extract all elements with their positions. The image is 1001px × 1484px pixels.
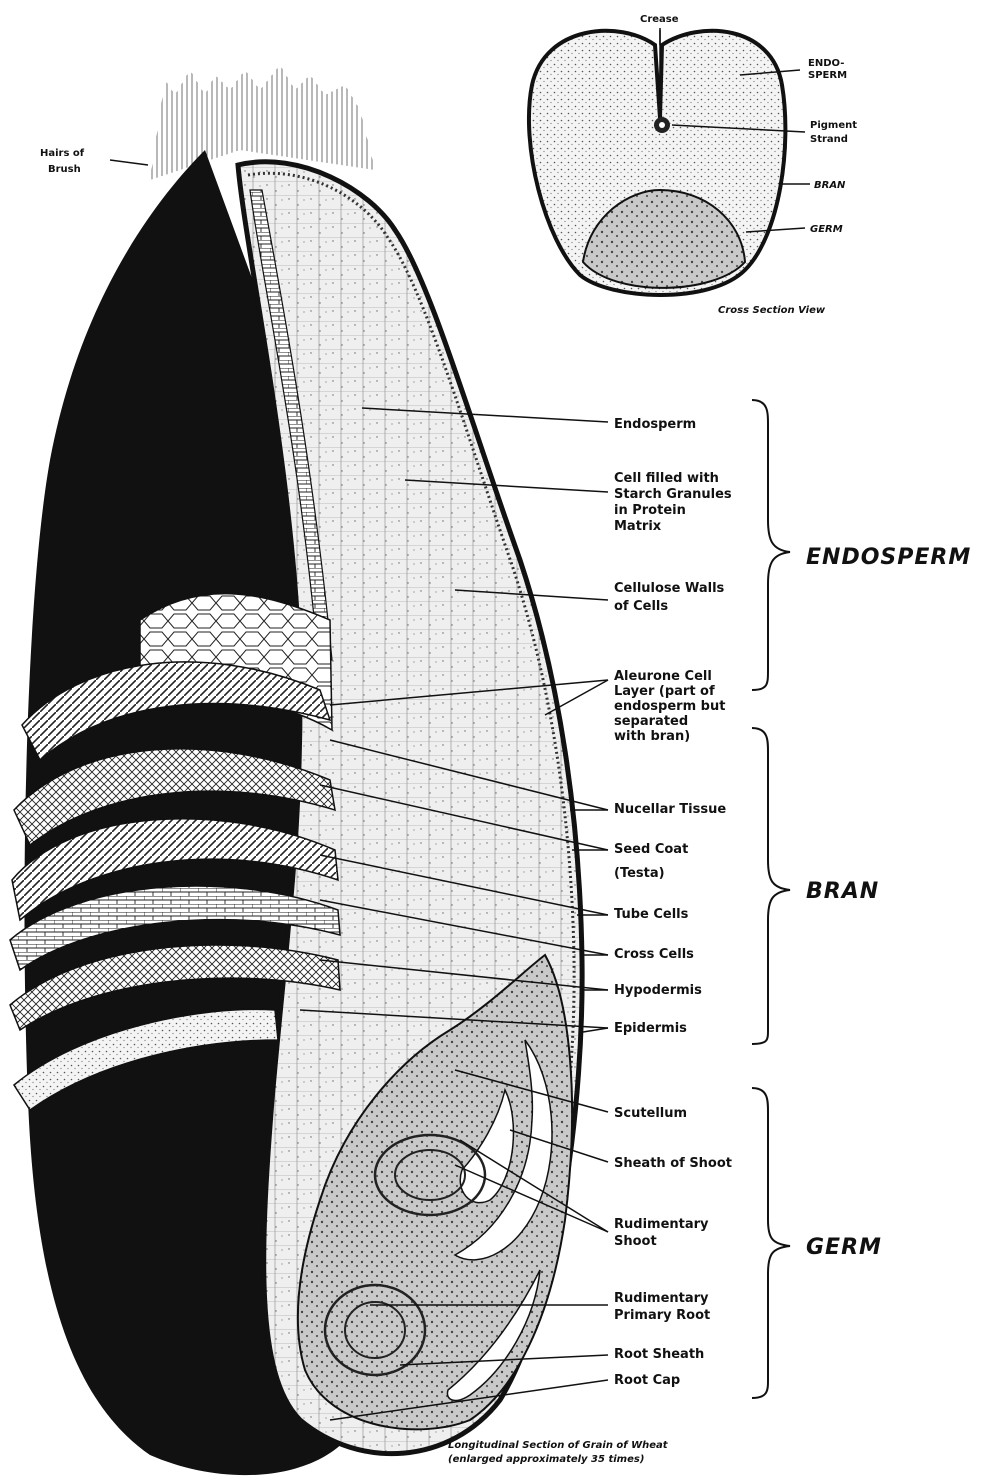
seed-coat-label-line-2: (Testa) xyxy=(614,866,665,881)
rudimentary-shoot-label-line-2: Shoot xyxy=(614,1234,657,1249)
cell-filled-label-line-1: Cell filled with xyxy=(614,471,719,486)
germ-brace xyxy=(752,1088,790,1398)
endosperm-brace xyxy=(752,400,790,690)
cell-filled-label-line-2: Starch Granules xyxy=(614,487,732,502)
cs-endosperm-line2: SPERM xyxy=(808,70,847,81)
longitudinal-caption: Longitudinal Section of Grain of Wheat (e… xyxy=(448,1440,669,1465)
aleurone-label-line-5: with bran) xyxy=(614,729,690,744)
germ-section-title: GERM xyxy=(806,1235,882,1260)
cs-endosperm-label: ENDO-SPERM xyxy=(808,58,847,81)
pigment-line2: Strand xyxy=(810,134,848,145)
cellulose-walls-label-line-2: of Cells xyxy=(614,599,668,614)
bran-section-title: BRAN xyxy=(806,879,879,904)
cs-germ-label: GERM xyxy=(810,224,843,235)
hairs-of-brush-label: Hairs of Brush xyxy=(40,148,85,175)
hairs-line2: Brush xyxy=(48,164,81,175)
cs-endosperm-line1: ENDO- xyxy=(808,58,844,69)
root-cap-label: Root Cap xyxy=(614,1373,680,1388)
aleurone-label-line-3: endosperm but xyxy=(614,699,725,714)
aleurone-label-line-2: Layer (part of xyxy=(614,684,715,699)
pigment-line1: Pigment xyxy=(810,120,857,131)
longitudinal-caption-line-2: (enlarged approximately 35 times) xyxy=(448,1454,644,1465)
cross-cells-label: Cross Cells xyxy=(614,947,694,962)
seed-coat-label-line-1: Seed Coat xyxy=(614,842,688,857)
cs-bran-label: BRAN xyxy=(814,180,846,191)
sheath-of-shoot-label: Sheath of Shoot xyxy=(614,1156,732,1171)
longitudinal-caption-line-1: Longitudinal Section of Grain of Wheat xyxy=(448,1440,669,1451)
hypodermis-label: Hypodermis xyxy=(614,983,702,998)
section-braces: ENDOSPERM BRAN GERM xyxy=(752,400,971,1398)
bran-brace xyxy=(752,728,790,1044)
rudimentary-root-label-line-1: Rudimentary xyxy=(614,1291,709,1306)
scutellum-label: Scutellum xyxy=(614,1106,687,1121)
rudimentary-root-label-line-2: Primary Root xyxy=(614,1308,710,1323)
endosperm-section-title: ENDOSPERM xyxy=(806,545,971,570)
seed-coat-label: Seed Coat (Testa) xyxy=(614,842,688,881)
cross-section-caption: Cross Section View xyxy=(718,305,826,316)
hairs-line1: Hairs of xyxy=(40,148,85,159)
root-sheath-label: Root Sheath xyxy=(614,1347,704,1362)
cellulose-walls-label-line-1: Cellulose Walls xyxy=(614,581,725,596)
nucellar-label: Nucellar Tissue xyxy=(614,802,726,817)
cellulose-walls-label: Cellulose Walls of Cells xyxy=(614,581,725,614)
aleurone-label-line-4: separated xyxy=(614,714,688,729)
cell-filled-label-line-3: in Protein xyxy=(614,503,686,518)
tube-cells-label: Tube Cells xyxy=(614,907,689,922)
epidermis-label: Epidermis xyxy=(614,1021,687,1036)
endosperm-label: Endosperm xyxy=(614,417,696,432)
aleurone-label-line-1: Aleurone Cell xyxy=(614,669,712,684)
crease-label: Crease xyxy=(640,14,679,25)
cell-filled-label-line-4: Matrix xyxy=(614,519,662,534)
rudimentary-shoot-label-line-1: Rudimentary xyxy=(614,1217,709,1232)
